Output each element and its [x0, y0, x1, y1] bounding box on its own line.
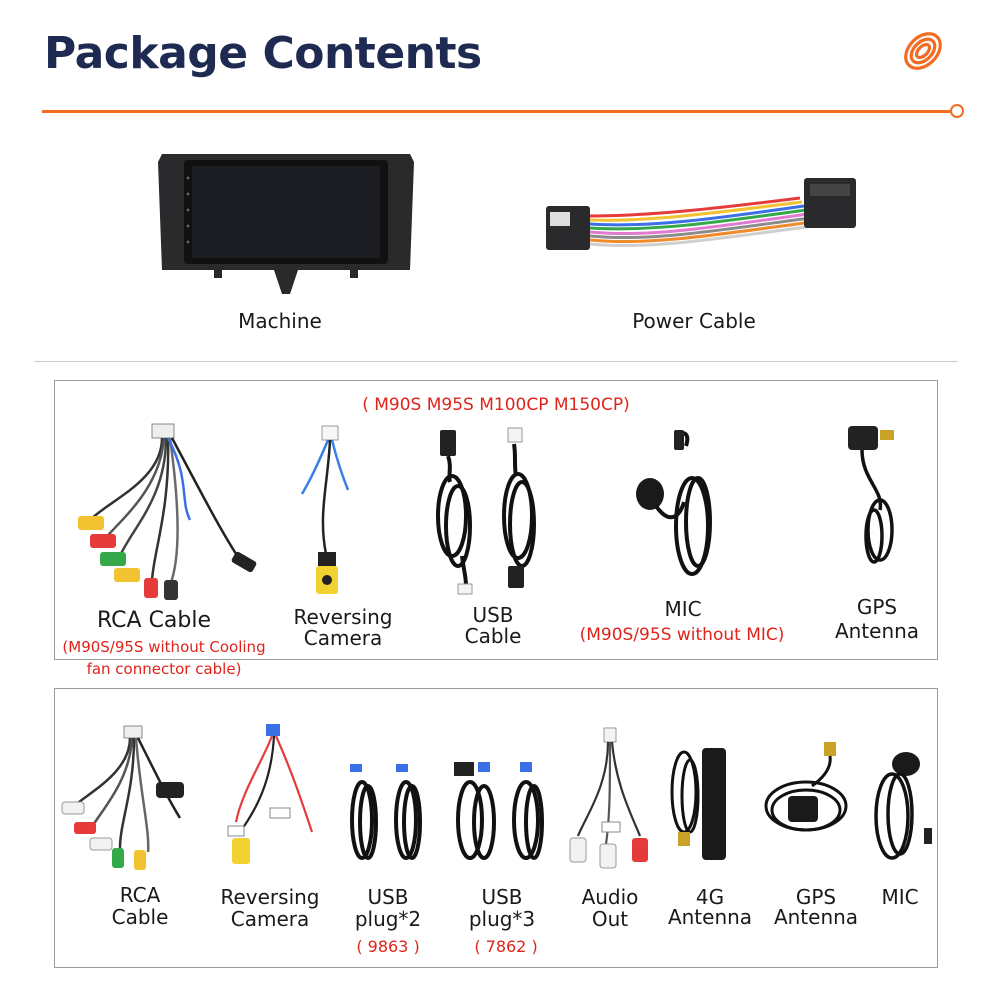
4g-antenna-label-2: Antenna — [667, 905, 753, 929]
machine-label: Machine — [238, 309, 322, 333]
usb-plug-3-label-2: plug*3 — [468, 907, 536, 931]
reversing-camera-2-icon — [227, 724, 314, 864]
rca-cable-2-icon — [61, 725, 184, 870]
page-title: Package Contents — [44, 28, 482, 79]
microphone-2-icon — [874, 752, 932, 860]
wiring-harness-icon — [546, 178, 856, 250]
accessory-box-1: ( M90S M95S M100CP M150CP) — [54, 380, 938, 660]
usb-plug-2-icon — [350, 764, 422, 860]
microphone-icon — [636, 430, 712, 576]
4g-antenna-label-1: 4G — [695, 885, 725, 909]
reversing-camera-label-1: Reversing — [293, 605, 393, 629]
gps-antenna-label-1: GPS — [856, 595, 898, 619]
4g-antenna-icon — [670, 748, 726, 860]
rca-cable-label: RCA Cable — [96, 608, 212, 633]
reversing-camera-2-label-2: Camera — [230, 907, 310, 931]
gps-antenna-icon — [848, 426, 894, 564]
rca-cable-2-label-2: Cable — [111, 905, 169, 929]
usb-plug-2-note: ( 9863 ) — [356, 937, 420, 956]
usb-plug-2-label-1: USB — [367, 885, 409, 909]
gps-antenna-label-2: Antenna — [834, 619, 920, 643]
rca-cable-icon — [78, 423, 257, 600]
audio-out-label-1: Audio — [581, 885, 639, 909]
header-divider-dot — [950, 104, 964, 118]
gps-antenna-2-icon — [764, 742, 848, 832]
reversing-camera-cable-icon — [300, 425, 350, 594]
usb-cable-label-2: Cable — [464, 624, 522, 648]
car-stereo-unit-icon — [158, 154, 414, 294]
section-divider — [34, 361, 958, 362]
brand-logo-icon — [904, 32, 942, 70]
power-cable-label: Power Cable — [632, 309, 756, 333]
usb-plug-3-note: ( 7862 ) — [474, 937, 538, 956]
audio-out-cable-icon — [569, 727, 648, 869]
rca-cable-2-label-1: RCA — [119, 883, 161, 907]
reversing-camera-2-label-1: Reversing — [220, 885, 320, 909]
usb-plug-2-label-2: plug*2 — [354, 907, 422, 931]
usb-cable-icon — [436, 427, 536, 595]
mic-2-label: MIC — [881, 885, 919, 909]
mic-note: (M90S/95S without MIC) — [579, 625, 785, 645]
audio-out-label-2: Out — [591, 907, 629, 931]
rca-cable-note-2: fan connector cable) — [86, 660, 242, 678]
gps-antenna-2-label-2: Antenna — [773, 905, 859, 929]
gps-antenna-2-label-1: GPS — [795, 885, 837, 909]
reversing-camera-label-2: Camera — [303, 626, 383, 650]
usb-plug-3-label-1: USB — [481, 885, 523, 909]
usb-plug-3-icon — [454, 762, 544, 860]
usb-cable-label-1: USB — [472, 603, 514, 627]
rca-cable-note-1: (M90S/95S without Cooling — [62, 638, 266, 656]
models-note: ( M90S M95S M100CP M150CP) — [362, 395, 630, 415]
header-divider — [42, 110, 954, 113]
mic-label: MIC — [664, 597, 702, 621]
